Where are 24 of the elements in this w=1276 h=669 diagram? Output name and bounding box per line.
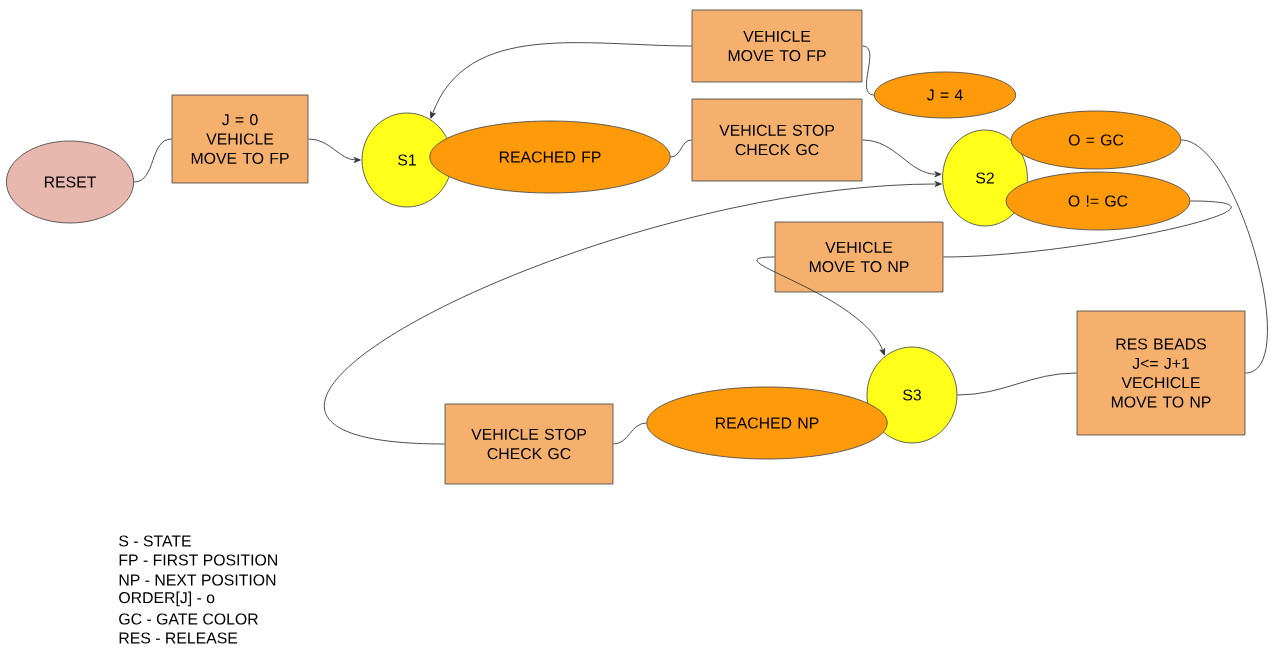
abbreviation-note: NP - NEXT POSITION xyxy=(119,574,276,586)
abbreviation-note: S - STATE xyxy=(119,535,191,547)
action-box: VEHICLE STOP CHECK GC xyxy=(691,98,863,182)
connector xyxy=(957,372,1077,396)
connector xyxy=(133,138,172,183)
action-box: VEHICLE MOVE TO FP xyxy=(691,9,863,83)
connector xyxy=(1180,139,1268,374)
connector xyxy=(943,200,1231,258)
connector xyxy=(670,139,693,158)
connector xyxy=(861,45,875,96)
connector xyxy=(430,42,693,119)
connector xyxy=(861,139,942,178)
connector xyxy=(308,138,361,163)
abbreviation-note: ORDER[J] - o xyxy=(119,591,215,607)
action-box: VEHICLE STOP CHECK GC xyxy=(444,403,614,485)
connector xyxy=(756,256,886,356)
abbreviation-note: GC - GATE COLOR xyxy=(119,613,258,625)
connector xyxy=(613,422,647,445)
action-box: J = 0 VEHICLE MOVE TO FP xyxy=(171,94,309,184)
abbreviation-note: RES - RELEASE xyxy=(119,632,238,644)
abbreviation-note: FP - FIRST POSITION xyxy=(119,554,277,566)
action-box: RES BEADS J<= J+1 VECHICLE MOVE TO NP xyxy=(1076,310,1246,436)
action-box: VEHICLE MOVE TO NP xyxy=(774,221,944,293)
connector xyxy=(324,181,942,445)
